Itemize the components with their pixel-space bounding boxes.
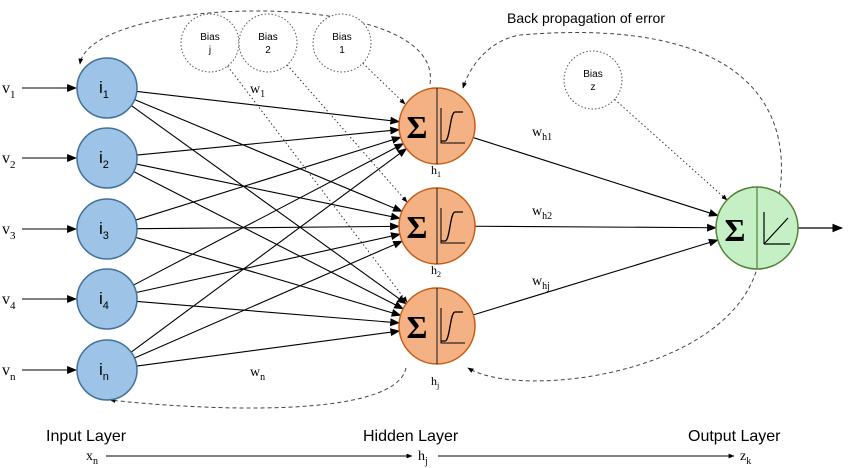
- hidden-sigma: Σ: [407, 309, 428, 345]
- connection-input-4-hidden-2: [136, 232, 401, 294]
- bias-connection-3: [362, 62, 406, 105]
- input-node-3: i3: [76, 198, 138, 260]
- bias-circle: [180, 13, 240, 73]
- connection-input-1-hidden-2: [134, 99, 403, 212]
- flow-label-h: hj: [418, 449, 428, 467]
- bias-circle: [312, 13, 372, 73]
- hidden-sigma: Σ: [407, 209, 428, 245]
- connection-input-2-hidden-2: [136, 163, 401, 221]
- backprop-path-to-hidden-top: [462, 32, 782, 216]
- input-node-label: in: [99, 360, 109, 383]
- connection-hidden-3-output: [473, 238, 719, 316]
- weight-label-wn: wn: [250, 365, 265, 383]
- bias-node-4: Bias z: [563, 50, 623, 110]
- input-node-label: i3: [99, 219, 109, 242]
- backprop-label: Back propagation of error: [507, 10, 665, 26]
- input-node-circle: [76, 127, 138, 189]
- hidden-sigma: Σ: [407, 109, 428, 145]
- connection-input-4-hidden-1: [133, 143, 405, 286]
- bias-word: Bias: [583, 69, 602, 80]
- linear-activation-icon: [763, 212, 790, 245]
- weight-connections: [130, 90, 719, 367]
- hidden-node-1: Σ: [398, 87, 476, 165]
- sigmoid-activation-icon: [441, 211, 463, 242]
- input-arrows: v1 v2 v3 v4 vn: [2, 80, 77, 383]
- backprop-path-to-hidden-bottom: [467, 264, 759, 382]
- output-layer-label: Output Layer: [688, 428, 781, 445]
- bias-node-1: Bias j: [180, 13, 240, 73]
- input-layer-label: Input Layer: [46, 428, 127, 445]
- weight-label-w1: w1: [250, 82, 265, 100]
- input-var-label-4: v4: [2, 291, 16, 312]
- bias-index: 2: [265, 45, 271, 56]
- bias-connection-1: [227, 65, 408, 303]
- hidden-layer-label: Hidden Layer: [363, 428, 459, 445]
- bias-node-2: Bias 2: [238, 13, 298, 73]
- connection-input-2-hidden-3: [133, 171, 405, 310]
- input-node-circle: [76, 198, 138, 260]
- bias-connection-4: [614, 98, 728, 201]
- input-var-label-3: v3: [2, 221, 16, 242]
- hidden-node-label-3: hj: [431, 374, 439, 390]
- hidden-node-3: Σ: [398, 287, 476, 365]
- connection-input-5-hidden-1: [130, 148, 408, 353]
- bias-index: 1: [339, 45, 345, 56]
- bias-word: Bias: [200, 32, 219, 43]
- input-var-label-1: v1: [2, 80, 16, 101]
- weight-labels: w1 wn wh1 wh2 whj: [250, 82, 552, 383]
- input-var-label-5: vn: [2, 362, 16, 383]
- weight-label-whj: whj: [532, 274, 550, 292]
- output-sigma: Σ: [725, 212, 746, 248]
- input-node-circle: [76, 339, 138, 401]
- input-node-label: i4: [99, 289, 109, 312]
- weight-label-wh2: wh2: [532, 204, 552, 222]
- backprop-path-to-input-top: [78, 10, 431, 85]
- connection-input-3-hidden-3: [135, 236, 402, 317]
- bias-word: Bias: [258, 32, 277, 43]
- flow-label-z: zk: [740, 449, 751, 467]
- input-node-circle: [76, 268, 138, 330]
- bias-connections: [227, 62, 728, 303]
- hidden-node-label-2: h2: [431, 263, 441, 279]
- connection-input-5-hidden-2: [134, 240, 404, 359]
- bias-index: j: [208, 45, 211, 56]
- bias-connection-2: [286, 64, 408, 203]
- input-node-label: i1: [99, 78, 109, 101]
- hidden-node-2: Σ: [398, 187, 476, 265]
- bias-circle: [563, 50, 623, 110]
- connection-hidden-1-output: [473, 137, 719, 217]
- flow-labels: xn hj zk: [86, 449, 751, 467]
- flow-label-x: xn: [86, 449, 98, 467]
- connection-input-2-hidden-1: [136, 126, 401, 156]
- bias-word: Bias: [332, 32, 351, 43]
- connection-hidden-2-output: [474, 223, 717, 232]
- bias-node-3: Bias 1: [312, 13, 372, 73]
- input-node-label: i2: [99, 148, 109, 171]
- sigmoid-activation-icon: [441, 111, 463, 142]
- bias-circle: [238, 13, 298, 73]
- input-node-2: i2: [76, 127, 138, 189]
- input-node-1: i1: [76, 57, 138, 119]
- connection-input-5-hidden-3: [136, 328, 401, 367]
- input-node-circle: [76, 57, 138, 119]
- weight-label-wh1: wh1: [532, 125, 552, 143]
- connection-input-4-hidden-3: [136, 300, 401, 327]
- connection-input-1-hidden-3: [131, 105, 407, 305]
- input-node-5: in: [76, 339, 138, 401]
- bias-index: z: [591, 82, 596, 93]
- connection-input-1-hidden-1: [136, 90, 401, 125]
- backprop-path-to-input-bottom: [109, 367, 407, 409]
- output-node: Σ: [715, 186, 799, 270]
- input-node-4: i4: [76, 268, 138, 330]
- hidden-node-label-1: h1: [431, 163, 441, 179]
- connection-input-3-hidden-2: [136, 222, 400, 231]
- sigmoid-activation-icon: [441, 311, 463, 342]
- backprop-paths: [78, 10, 782, 409]
- input-layer-nodes: i1 i2 i3 i4 in: [76, 57, 138, 401]
- connection-input-3-hidden-1: [135, 136, 402, 221]
- input-var-label-2: v2: [2, 150, 16, 171]
